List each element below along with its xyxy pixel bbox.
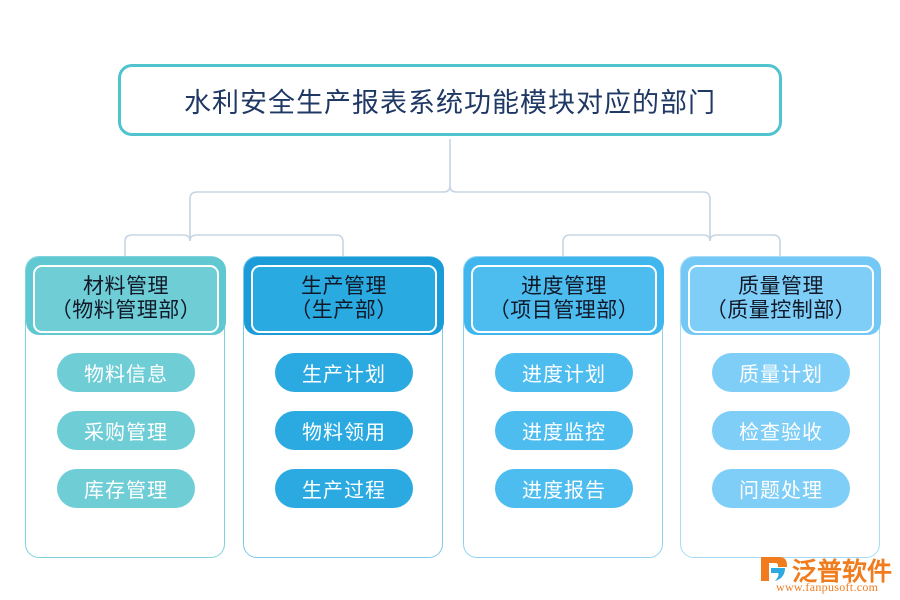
list-item[interactable]: 问题处理: [712, 469, 850, 508]
column-header-line2: （生产部）: [290, 298, 398, 322]
column-header-label: 进度管理 （项目管理部）: [471, 265, 657, 333]
logo-brand-text: 泛普软件: [792, 558, 893, 586]
column-header-line1: 进度管理: [521, 274, 607, 299]
connector-right-branch: [449, 185, 711, 241]
column-header-label: 材料管理 （物料管理部）: [33, 265, 219, 333]
list-item[interactable]: 库存管理: [57, 469, 195, 508]
column-card-material[interactable]: 材料管理 （物料管理部） 物料信息 采购管理 库存管理: [25, 256, 226, 558]
list-item[interactable]: 检查验收: [712, 411, 850, 450]
root-title-box: 水利安全生产报表系统功能模块对应的部门: [118, 64, 782, 136]
list-item[interactable]: 生产计划: [275, 353, 413, 392]
logo-url-text: www.fanpusoft.com: [776, 580, 879, 594]
list-item[interactable]: 进度计划: [495, 353, 633, 392]
fanpusoft-logo: 泛普软件 www.fanpusoft.com: [758, 552, 893, 596]
connector-path-group: [124, 139, 781, 256]
column-card-progress[interactable]: 进度管理 （项目管理部） 进度计划 进度监控 进度报告: [463, 256, 664, 558]
list-item[interactable]: 进度监控: [495, 411, 633, 450]
list-item[interactable]: 物料信息: [57, 353, 195, 392]
list-item[interactable]: 采购管理: [57, 411, 195, 450]
column-header-line1: 质量管理: [738, 274, 824, 299]
connector-left-branch: [189, 185, 451, 241]
column-card-production[interactable]: 生产管理 （生产部） 生产计划 物料领用 生产过程: [243, 256, 444, 558]
connector-col1-drop: [124, 234, 191, 256]
column-card-quality[interactable]: 质量管理 （质量控制部） 质量计划 检查验收 问题处理: [680, 256, 881, 558]
column-header-label: 生产管理 （生产部）: [251, 265, 437, 333]
logo-mark-icon: [761, 557, 787, 581]
column-item-list: 生产计划 物料领用 生产过程: [244, 353, 444, 508]
column-header-line1: 材料管理: [83, 274, 169, 299]
root-title-text: 水利安全生产报表系统功能模块对应的部门: [184, 87, 716, 118]
connector-col2-drop: [189, 234, 344, 256]
list-item[interactable]: 生产过程: [275, 469, 413, 508]
connector-col4-drop: [709, 234, 781, 256]
column-header-line2: （质量控制部）: [705, 298, 857, 322]
column-item-list: 物料信息 采购管理 库存管理: [26, 353, 226, 508]
list-item[interactable]: 进度报告: [495, 469, 633, 508]
column-header-line2: （项目管理部）: [488, 298, 640, 322]
list-item[interactable]: 物料领用: [275, 411, 413, 450]
connector-col3-drop: [562, 234, 711, 256]
column-item-list: 进度计划 进度监控 进度报告: [464, 353, 664, 508]
column-item-list: 质量计划 检查验收 问题处理: [681, 353, 881, 508]
column-header-line2: （物料管理部）: [50, 298, 202, 322]
column-header-line1: 生产管理: [301, 274, 387, 299]
column-header-label: 质量管理 （质量控制部）: [688, 265, 874, 333]
list-item[interactable]: 质量计划: [712, 353, 850, 392]
